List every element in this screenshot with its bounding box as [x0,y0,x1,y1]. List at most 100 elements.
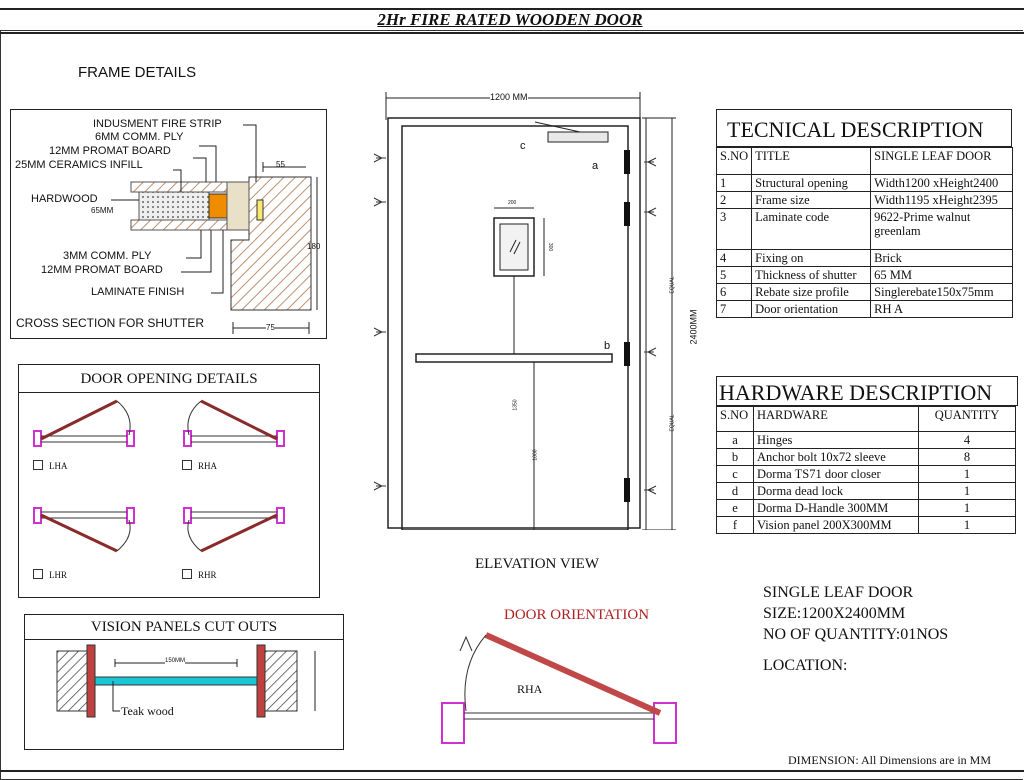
label-comm-ply-3: 3MM COMM. PLY [63,250,152,262]
cell: Singlerebate150x75mm [870,283,1013,301]
dim-1350: 1350 [512,399,519,411]
cell: Rebate size profile [751,283,872,301]
cell: 9622-Prime walnut greenlam [870,208,1013,250]
cell: 4 [918,431,1016,449]
dim-55: 55 [276,160,285,169]
checkbox-rhr[interactable] [182,569,192,579]
dim-150mm: 150MM [165,658,186,664]
checkbox-rha[interactable] [182,460,192,470]
cell: 1 [918,465,1016,483]
panel-width-dim: 200 [508,200,517,206]
stop-bead [256,199,264,221]
label-promat-top: 12MM PROMAT BOARD [49,145,171,157]
checkbox-lha[interactable] [33,460,43,470]
height-dim-label: 2400MM [688,309,699,345]
cross-section-caption: CROSS SECTION FOR SHUTTER [16,316,205,330]
cell: Dorma dead lock [753,482,919,500]
cell: 4 [715,249,753,267]
cell: Width1200 xHeight2400 [870,174,1013,192]
option-rhr[interactable]: RHR [182,569,217,580]
option-rhr-label: RHR [198,570,217,580]
vision-panels-heading: VISION PANELS CUT OUTS [25,619,343,640]
cell: a [716,431,754,449]
cell: 1 [918,516,1016,534]
cell: Frame size [751,191,872,209]
teak-wood-label: Teak wood [121,704,174,718]
elevation-caption: ELEVATION VIEW [475,556,600,572]
cell: RH A [870,300,1013,318]
fire-strip [208,193,228,219]
summary-block: SINGLE LEAF DOOR SIZE:1200X2400MM NO OF … [763,582,948,676]
technical-heading: TECNICAL DESCRIPTION [716,109,1012,147]
door-opening-heading: DOOR OPENING DETAILS [19,371,319,393]
orientation-label: RHA [517,682,543,696]
label-65mm: 65MM [91,206,114,215]
panel-height-dim: 300 [547,242,554,252]
option-rha[interactable]: RHA [182,460,217,471]
cell: 5 [715,266,753,284]
hardware-header-row: S.NO HARDWARE QUANTITY [716,406,1016,432]
dim-1000: 1000 [532,449,539,461]
checkbox-lhr[interactable] [33,569,43,579]
cell: Hinges [753,431,919,449]
frame-section-drawing [111,124,318,334]
cell: 6 [715,283,753,301]
cell: Width1195 xHeight2395 [870,191,1013,209]
hardwood-frame [230,176,312,311]
option-lha-label: LHA [49,461,68,471]
door-swing-drawings [33,399,285,553]
cell: Brick [870,249,1013,267]
cell: Vision panel 200X300MM [753,516,919,534]
cell: 1 [715,174,753,192]
dim-75: 75 [266,323,275,332]
cell: Door orientation [751,300,872,318]
cell: 8 [918,448,1016,466]
frame-details-panel: INDUSMENT FIRE STRIP 6MM COMM. PLY 12MM … [10,109,327,339]
cell: 3 [715,208,753,250]
title-bar [0,8,1024,34]
label-fire-strip: INDUSMENT FIRE STRIP [93,118,222,130]
page-title: 2Hr FIRE RATED WOODEN DOOR [377,10,643,29]
tag-b: b [604,340,611,352]
summary-quantity: NO OF QUANTITY:01NOS [763,626,949,643]
cell: Dorma TS71 door closer [753,465,919,483]
cell: Anchor bolt 10x72 sleeve [753,448,919,466]
summary-type: SINGLE LEAF DOOR [763,584,914,601]
vision-panel-drawing [56,644,316,718]
cell: Laminate code [751,208,872,250]
cell: Structural opening [751,174,872,192]
cell: Dorma D-Handle 300MM [753,499,919,517]
orientation-drawing [441,632,677,744]
cell: 2 [715,191,753,209]
equal-label-2: EQUAL [669,414,676,432]
cell: 1 [918,482,1016,500]
hardwood-edge [226,181,250,231]
option-lhr[interactable]: LHR [33,569,67,580]
col-hw-sno: S.NO [716,406,754,432]
cell: Thickness of shutter [751,266,872,284]
option-lha[interactable]: LHA [33,460,68,471]
label-comm-ply-6: 6MM COMM. PLY [95,131,184,143]
orientation-heading: DOOR ORIENTATION [504,607,650,623]
col-sno: S.NO [715,147,753,175]
option-rha-label: RHA [198,461,218,471]
cell: 65 MM [870,266,1013,284]
vision-panels-panel: VISION PANELS CUT OUTS 150MM Teak wood [24,614,344,750]
summary-location: LOCATION: [763,657,848,674]
equal-label-1: EQUAL [669,276,676,294]
label-ceramics: 25MM CERAMICS INFILL [15,159,143,171]
cell: b [716,448,754,466]
dim-180: 180 [307,242,321,251]
cell: d [716,482,754,500]
width-dim-label: 1200 MM [490,92,528,102]
